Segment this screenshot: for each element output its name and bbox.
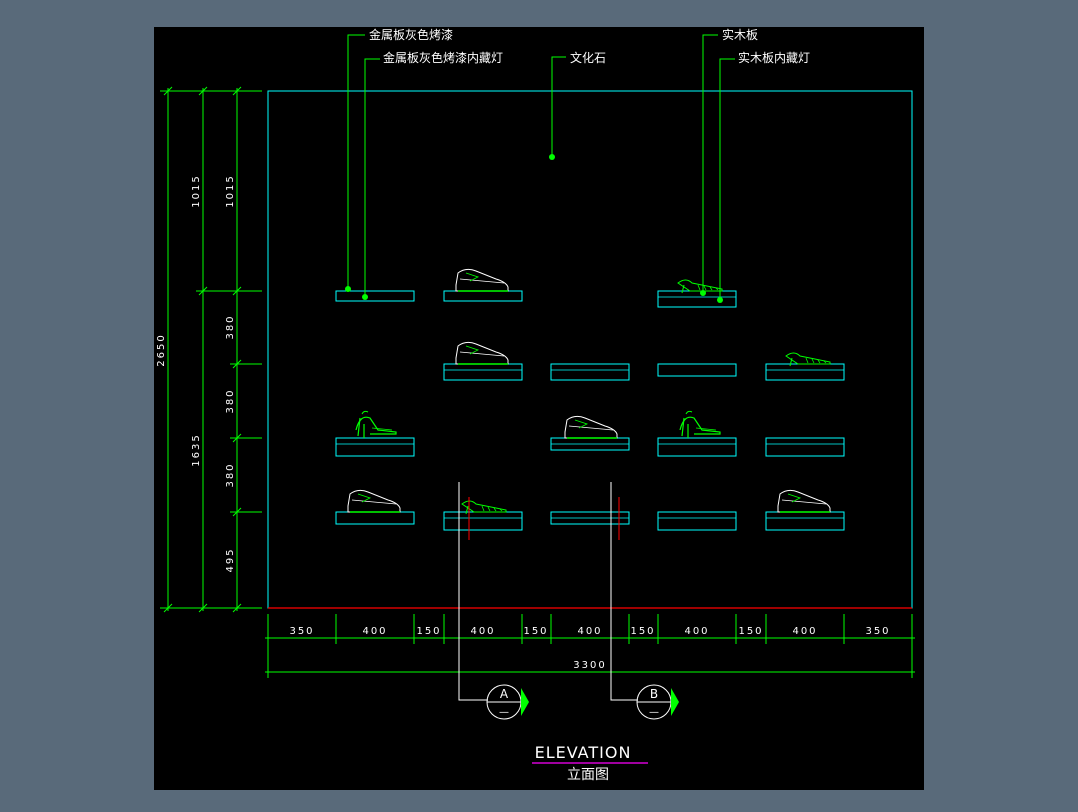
- callout-solid-wood: 实木板: [722, 27, 758, 42]
- drawing-canvas: [154, 27, 924, 790]
- left-dimension-labels: 2650 1015 1635 1015 380 380 380 495: [156, 174, 236, 572]
- dim-bottom-8: 400: [684, 626, 709, 637]
- dim-upper-height: 1015: [191, 174, 202, 207]
- dim-bottom-9: 150: [738, 626, 763, 637]
- section-a-letter: A: [500, 687, 509, 701]
- section-arrow-icon: [521, 688, 529, 716]
- title-chinese: 立面图: [567, 767, 609, 783]
- dim-bottom-6: 400: [577, 626, 602, 637]
- dim-seg-5: 495: [225, 547, 236, 572]
- section-b-letter: B: [650, 687, 658, 701]
- shelf-detail-lines: [336, 296, 844, 519]
- section-a-sub: —: [499, 707, 509, 718]
- section-b-sub: —: [649, 707, 659, 718]
- callout-leaders: [347, 34, 735, 300]
- dim-bottom-10: 400: [792, 626, 817, 637]
- section-red-ticks: [468, 497, 620, 540]
- shelf: [550, 363, 630, 381]
- dim-seg-1: 1015: [225, 174, 236, 207]
- section-marker-a[interactable]: A —: [486, 684, 529, 720]
- title-english: ELEVATION: [535, 743, 632, 762]
- section-arrow-icon: [671, 688, 679, 716]
- dim-bottom-11: 350: [865, 626, 890, 637]
- callout-labels: 金属板灰色烤漆 金属板灰色烤漆内藏灯 文化石 实木板 实木板内藏灯: [369, 27, 810, 65]
- drawing-title: ELEVATION 立面图: [532, 743, 648, 783]
- dim-lower-height: 1635: [191, 433, 202, 466]
- shelf: [657, 363, 737, 377]
- shelf: [657, 437, 737, 457]
- callout-culture-stone: 文化石: [570, 50, 606, 65]
- dim-seg-2: 380: [225, 314, 236, 339]
- callout-solid-wood-light: 实木板内藏灯: [738, 50, 810, 65]
- dim-bottom-4: 400: [470, 626, 495, 637]
- bottom-dimension-labels: 350 400 150 400 150 400 150 400 150 400 …: [289, 626, 890, 671]
- shelf: [657, 511, 737, 531]
- bottom-dimensions: [265, 614, 915, 678]
- dim-seg-4: 380: [225, 462, 236, 487]
- dim-total-height: 2650: [156, 333, 167, 366]
- section-cut-lines: [458, 482, 638, 701]
- callout-metal-grey-paint: 金属板灰色烤漆: [369, 27, 453, 42]
- callout-metal-hidden-light: 金属板灰色烤漆内藏灯: [383, 50, 503, 65]
- dim-bottom-7: 150: [630, 626, 655, 637]
- shelf: [765, 437, 845, 457]
- callout-dots: [345, 154, 723, 303]
- dim-bottom-total: 3300: [573, 660, 606, 671]
- dim-seg-3: 380: [225, 388, 236, 413]
- shelf: [335, 437, 415, 457]
- dim-bottom-1: 350: [289, 626, 314, 637]
- dim-bottom-3: 150: [416, 626, 441, 637]
- shelf: [335, 290, 415, 302]
- dim-bottom-2: 400: [362, 626, 387, 637]
- left-dimensions: [160, 86, 262, 613]
- section-marker-b[interactable]: B —: [636, 684, 679, 720]
- dim-bottom-5: 150: [523, 626, 548, 637]
